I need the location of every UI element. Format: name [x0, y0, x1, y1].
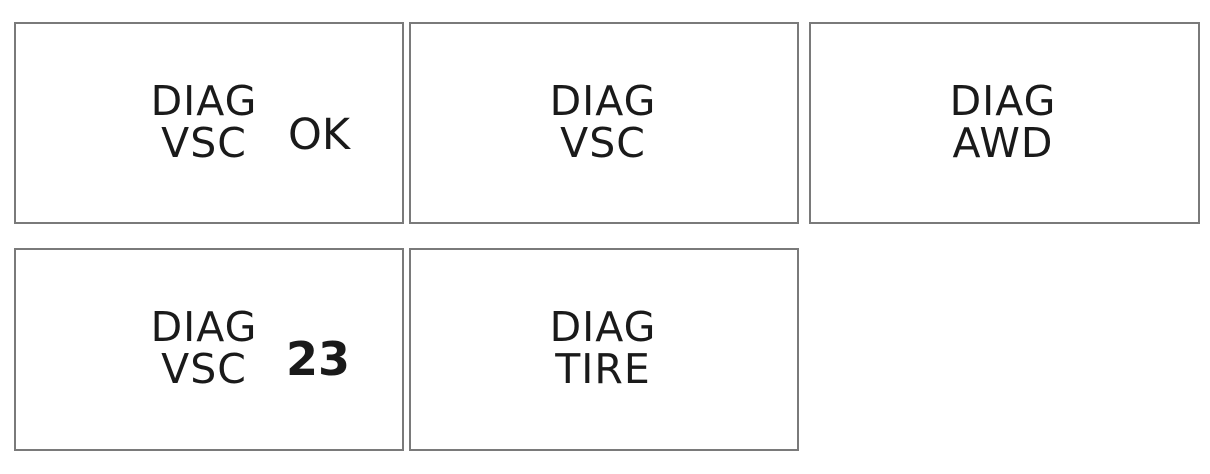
panel-label-line1: DIAG — [150, 303, 258, 351]
panel-label-line1: DIAG — [549, 77, 657, 125]
diag-tire-panel: DIAG TIRE — [409, 248, 799, 451]
panel-label: DIAG VSC — [144, 80, 264, 164]
diag-vsc-panel: DIAG VSC — [409, 22, 799, 224]
panel-label-line1: DIAG — [150, 77, 258, 125]
panel-label-line1: DIAG — [949, 77, 1057, 125]
code-value: 23 — [286, 332, 351, 386]
panel-label-line2: AWD — [952, 119, 1054, 167]
panel-label-line2: VSC — [161, 345, 247, 393]
diag-awd-panel: DIAG AWD — [809, 22, 1200, 224]
diag-vsc-ok-panel: DIAG VSC OK — [14, 22, 404, 224]
diag-vsc-code-panel: DIAG VSC 23 — [14, 248, 404, 451]
panel-label-line2: VSC — [560, 119, 646, 167]
panel-label-line2: VSC — [161, 119, 247, 167]
panel-label: DIAG AWD — [939, 80, 1067, 164]
panel-label: DIAG TIRE — [539, 306, 667, 390]
panel-label: DIAG VSC — [144, 306, 264, 390]
panel-label-line2: TIRE — [555, 345, 651, 393]
panel-label-line1: DIAG — [549, 303, 657, 351]
status-value: OK — [288, 110, 351, 160]
panel-label: DIAG VSC — [539, 80, 667, 164]
